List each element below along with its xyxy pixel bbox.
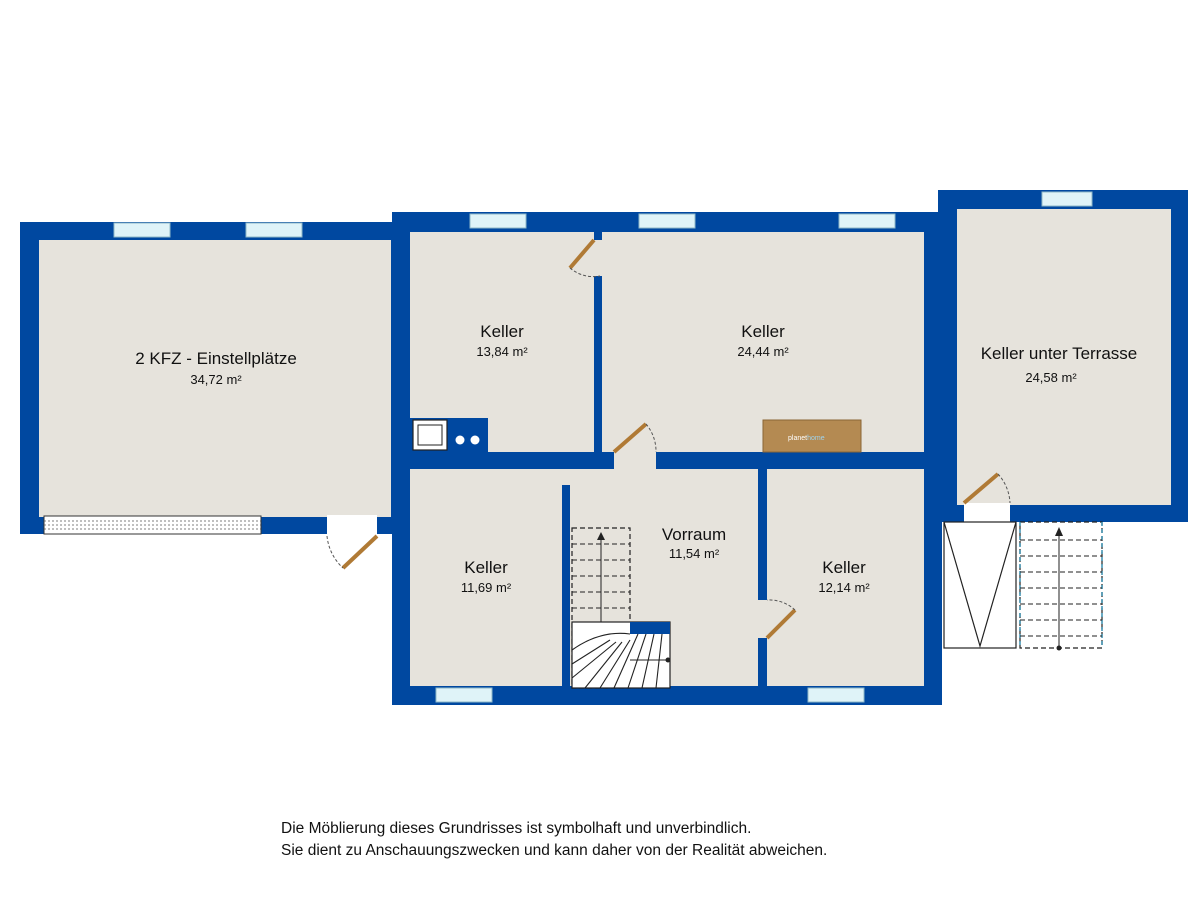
svg-text:planethome: planethome	[788, 435, 825, 442]
window	[838, 213, 896, 229]
windows	[113, 191, 1093, 703]
room-area-terrasse: 24,58 m²	[1025, 370, 1077, 385]
door-vorraum	[612, 422, 657, 454]
room-name-vorraum: Vorraum	[662, 525, 726, 544]
room-labels: 2 KFZ - Einstellplätze 34,72 m² Keller 1…	[135, 322, 1137, 595]
door-terrasse	[962, 472, 1011, 505]
door-keller1	[568, 238, 601, 278]
room-area-keller1: 13,84 m²	[476, 344, 528, 359]
exterior-lightwell	[943, 521, 1017, 649]
doors	[326, 238, 1011, 640]
disclaimer: Die Möblierung dieses Grundrisses ist sy…	[281, 818, 981, 862]
door-gap-terrasse	[964, 503, 1010, 523]
door-gap-keller4	[756, 600, 769, 638]
room-area-vorraum: 11,54 m²	[669, 546, 720, 561]
room-name-keller4: Keller	[822, 558, 866, 577]
room-area-keller3: 11,69 m²	[461, 580, 512, 595]
disclaimer-line-2: Sie dient zu Anschauungszwecken und kann…	[281, 842, 828, 859]
exterior-staircase	[1019, 521, 1103, 651]
terrasse-floor	[957, 209, 1171, 505]
logo-text-b: home	[807, 435, 825, 442]
disclaimer-line-1: Die Möblierung dieses Grundrisses ist sy…	[281, 820, 752, 837]
boiler	[410, 418, 488, 452]
room-area-garage: 34,72 m²	[190, 372, 242, 387]
window	[245, 222, 303, 238]
window	[1041, 191, 1093, 207]
keller1-floor	[410, 232, 594, 452]
garage-door	[43, 515, 262, 535]
logo-text-a: planet	[788, 435, 807, 442]
door-gap-garage	[327, 515, 377, 536]
room-area-keller4: 12,14 m²	[818, 580, 870, 595]
door-gap-vorraum-top	[614, 450, 656, 471]
room-name-keller3: Keller	[464, 558, 508, 577]
keller2-floor	[602, 232, 924, 452]
gap-vorraum-left	[560, 469, 572, 485]
garage-floor	[39, 240, 391, 517]
wall-openings	[327, 240, 1010, 638]
room-name-garage: 2 KFZ - Einstellplätze	[135, 349, 297, 368]
window	[113, 222, 171, 238]
window	[435, 687, 493, 703]
window	[638, 213, 696, 229]
window	[469, 213, 527, 229]
interior-staircase	[571, 527, 671, 689]
door-garage	[326, 534, 379, 570]
room-name-keller2: Keller	[741, 322, 785, 341]
door-gap-keller1	[592, 240, 604, 276]
room-name-keller1: Keller	[480, 322, 524, 341]
room-name-terrasse: Keller unter Terrasse	[981, 344, 1138, 363]
keller4-floor	[767, 469, 924, 686]
planethome-logo: planethome	[762, 419, 862, 453]
door-keller4	[765, 599, 797, 640]
window	[807, 687, 865, 703]
room-area-keller2: 24,44 m²	[737, 344, 789, 359]
keller3-floor	[410, 469, 562, 686]
